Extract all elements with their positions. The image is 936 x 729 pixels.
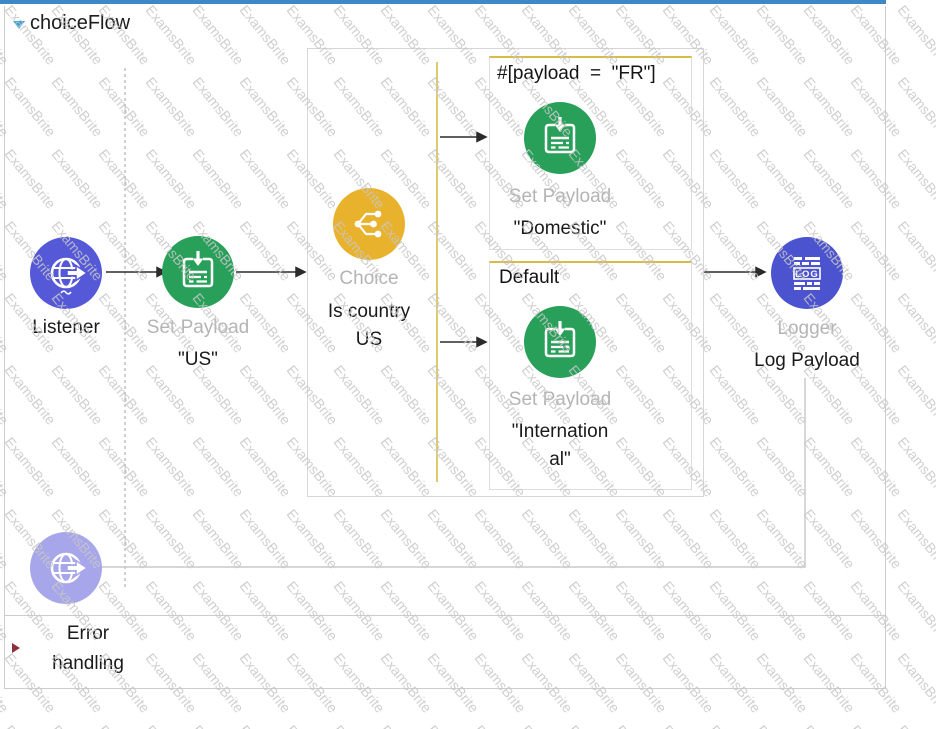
watermark-text: ExamsBrite	[894, 218, 936, 284]
watermark-text: ExamsBrite	[2, 722, 59, 729]
set-payload-domestic-node[interactable]	[524, 102, 596, 174]
watermark-text: ExamsBrite	[143, 722, 200, 729]
watermark-text: ExamsBrite	[425, 722, 482, 729]
watermark-text: ExamsBrite	[894, 506, 936, 572]
watermark-text: ExamsBrite	[894, 362, 936, 428]
watermark-text: ExamsBrite	[49, 722, 106, 729]
watermark-text: ExamsBrite	[96, 722, 153, 729]
flow-selection-highlight	[0, 0, 886, 4]
watermark-text: ExamsBrite	[801, 722, 858, 729]
set-payload-international-node[interactable]	[524, 306, 596, 378]
watermark-text: ExamsBrite	[284, 722, 341, 729]
set-payload-us-type-label: Set Payload	[146, 317, 250, 338]
set-payload-domestic-type-label: Set Payload	[508, 186, 612, 207]
watermark-text: ExamsBrite	[0, 722, 12, 729]
set-payload-domestic-value-label: "Domestic"	[513, 218, 607, 239]
default-branch-label: Default	[499, 267, 560, 288]
error-handling-listener-node[interactable]	[30, 532, 102, 604]
watermark-text: ExamsBrite	[519, 722, 576, 729]
when-condition-expression[interactable]: #[payload = "FR"]	[497, 63, 656, 84]
error-handling-divider	[4, 615, 884, 616]
flow-container[interactable]	[4, 6, 886, 689]
watermark-text: ExamsBrite	[472, 722, 529, 729]
watermark-text: ExamsBrite	[660, 722, 717, 729]
watermark-text: ExamsBrite	[707, 722, 764, 729]
watermark-text: ExamsBrite	[894, 2, 936, 68]
watermark-text: ExamsBrite	[848, 722, 905, 729]
watermark-text: ExamsBrite	[894, 578, 936, 644]
flow-title[interactable]: choiceFlow	[30, 12, 131, 34]
set-payload-international-value-line1: "Internation	[511, 421, 609, 442]
choice-type-label: Choice	[339, 268, 399, 289]
watermark-text: ExamsBrite	[190, 722, 247, 729]
choice-name-line1: Is country	[327, 301, 411, 322]
logger-node[interactable]: LOG	[771, 237, 843, 309]
svg-text:LOG: LOG	[795, 269, 819, 280]
watermark-text: ExamsBrite	[754, 722, 811, 729]
error-handling-label-line1[interactable]: Error	[66, 623, 110, 644]
http-listener-icon	[50, 257, 89, 295]
logger-name-label: Log Payload	[754, 350, 860, 371]
set-payload-us-value-label: "US"	[178, 349, 218, 370]
watermark-text: ExamsBrite	[331, 722, 388, 729]
listener-node[interactable]	[30, 237, 102, 309]
flow-collapse-icon[interactable]	[13, 21, 25, 29]
watermark-text: ExamsBrite	[566, 722, 623, 729]
watermark-text: ExamsBrite	[894, 650, 936, 716]
set-payload-international-value-line2: al"	[549, 449, 571, 470]
watermark-text: ExamsBrite	[894, 74, 936, 140]
error-handling-label-line2[interactable]: handling	[52, 653, 124, 674]
set-payload-international-type-label: Set Payload	[508, 389, 612, 410]
set-payload-icon	[544, 321, 576, 358]
choice-router-icon	[354, 210, 382, 238]
watermark-text: ExamsBrite	[613, 722, 670, 729]
watermark-text: ExamsBrite	[895, 722, 936, 729]
watermark-text: ExamsBrite	[894, 146, 936, 212]
watermark-text: ExamsBrite	[894, 290, 936, 356]
watermark-text: ExamsBrite	[237, 722, 294, 729]
http-listener-icon	[50, 552, 89, 584]
set-payload-icon	[182, 251, 214, 288]
choice-name-line2: US	[355, 329, 383, 350]
when-branch-box[interactable]	[489, 56, 692, 250]
error-handling-collapse-icon[interactable]	[12, 643, 20, 653]
set-payload-us-node[interactable]	[162, 236, 234, 308]
set-payload-icon	[544, 117, 576, 154]
watermark-text: ExamsBrite	[378, 722, 435, 729]
logger-type-label: Logger	[777, 318, 837, 339]
logger-icon: LOG	[793, 257, 821, 290]
choice-node[interactable]	[333, 188, 405, 260]
watermark-text: ExamsBrite	[894, 434, 936, 500]
listener-label: Listener	[32, 317, 100, 338]
